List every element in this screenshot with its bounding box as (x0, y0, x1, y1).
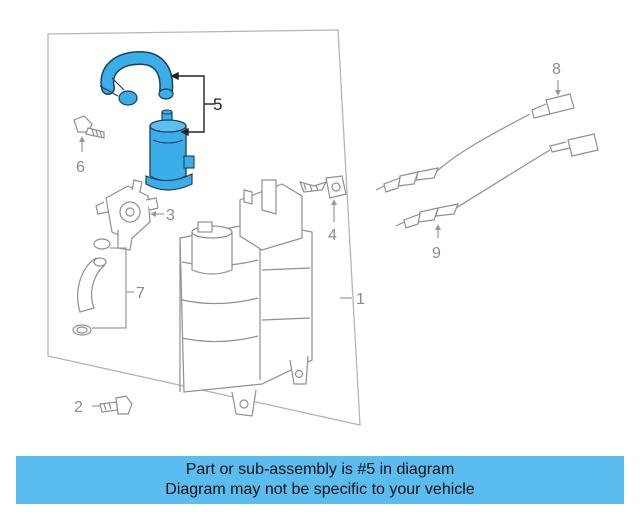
callout-7-label: 7 (136, 285, 145, 302)
callout-5-leader (170, 71, 214, 137)
callout-5-label: 5 (213, 95, 222, 114)
banner-line-1: Part or sub-assembly is #5 in diagram (185, 461, 455, 478)
callout-6-label: 6 (76, 159, 85, 176)
callout-8-label: 8 (552, 61, 561, 78)
part-1-canister[interactable] (179, 179, 313, 417)
info-banner: Part or sub-assembly is #5 in diagram Di… (16, 456, 624, 504)
part-7-hose-clamps[interactable] (72, 238, 111, 336)
callout-2-label: 2 (74, 399, 83, 416)
part-8-oxygen-sensor[interactable] (375, 93, 575, 193)
part-6-bolt[interactable] (73, 115, 105, 139)
callout-3-label: 3 (166, 207, 175, 224)
callout-9-label: 9 (432, 245, 441, 262)
assembly-panel-outline (47, 29, 361, 426)
callout-1-label: 1 (356, 291, 365, 308)
banner-line-2: Diagram may not be specific to your vehi… (165, 481, 475, 498)
part-2-bolt[interactable] (99, 395, 133, 415)
callout-4-label: 4 (328, 227, 337, 244)
part-5-hose-and-filter[interactable] (99, 50, 195, 191)
part-3-valve[interactable] (95, 179, 159, 251)
callout-7-leader (92, 247, 134, 329)
part-9-oxygen-sensor[interactable] (395, 133, 599, 229)
part-4-bolt[interactable] (298, 175, 347, 199)
